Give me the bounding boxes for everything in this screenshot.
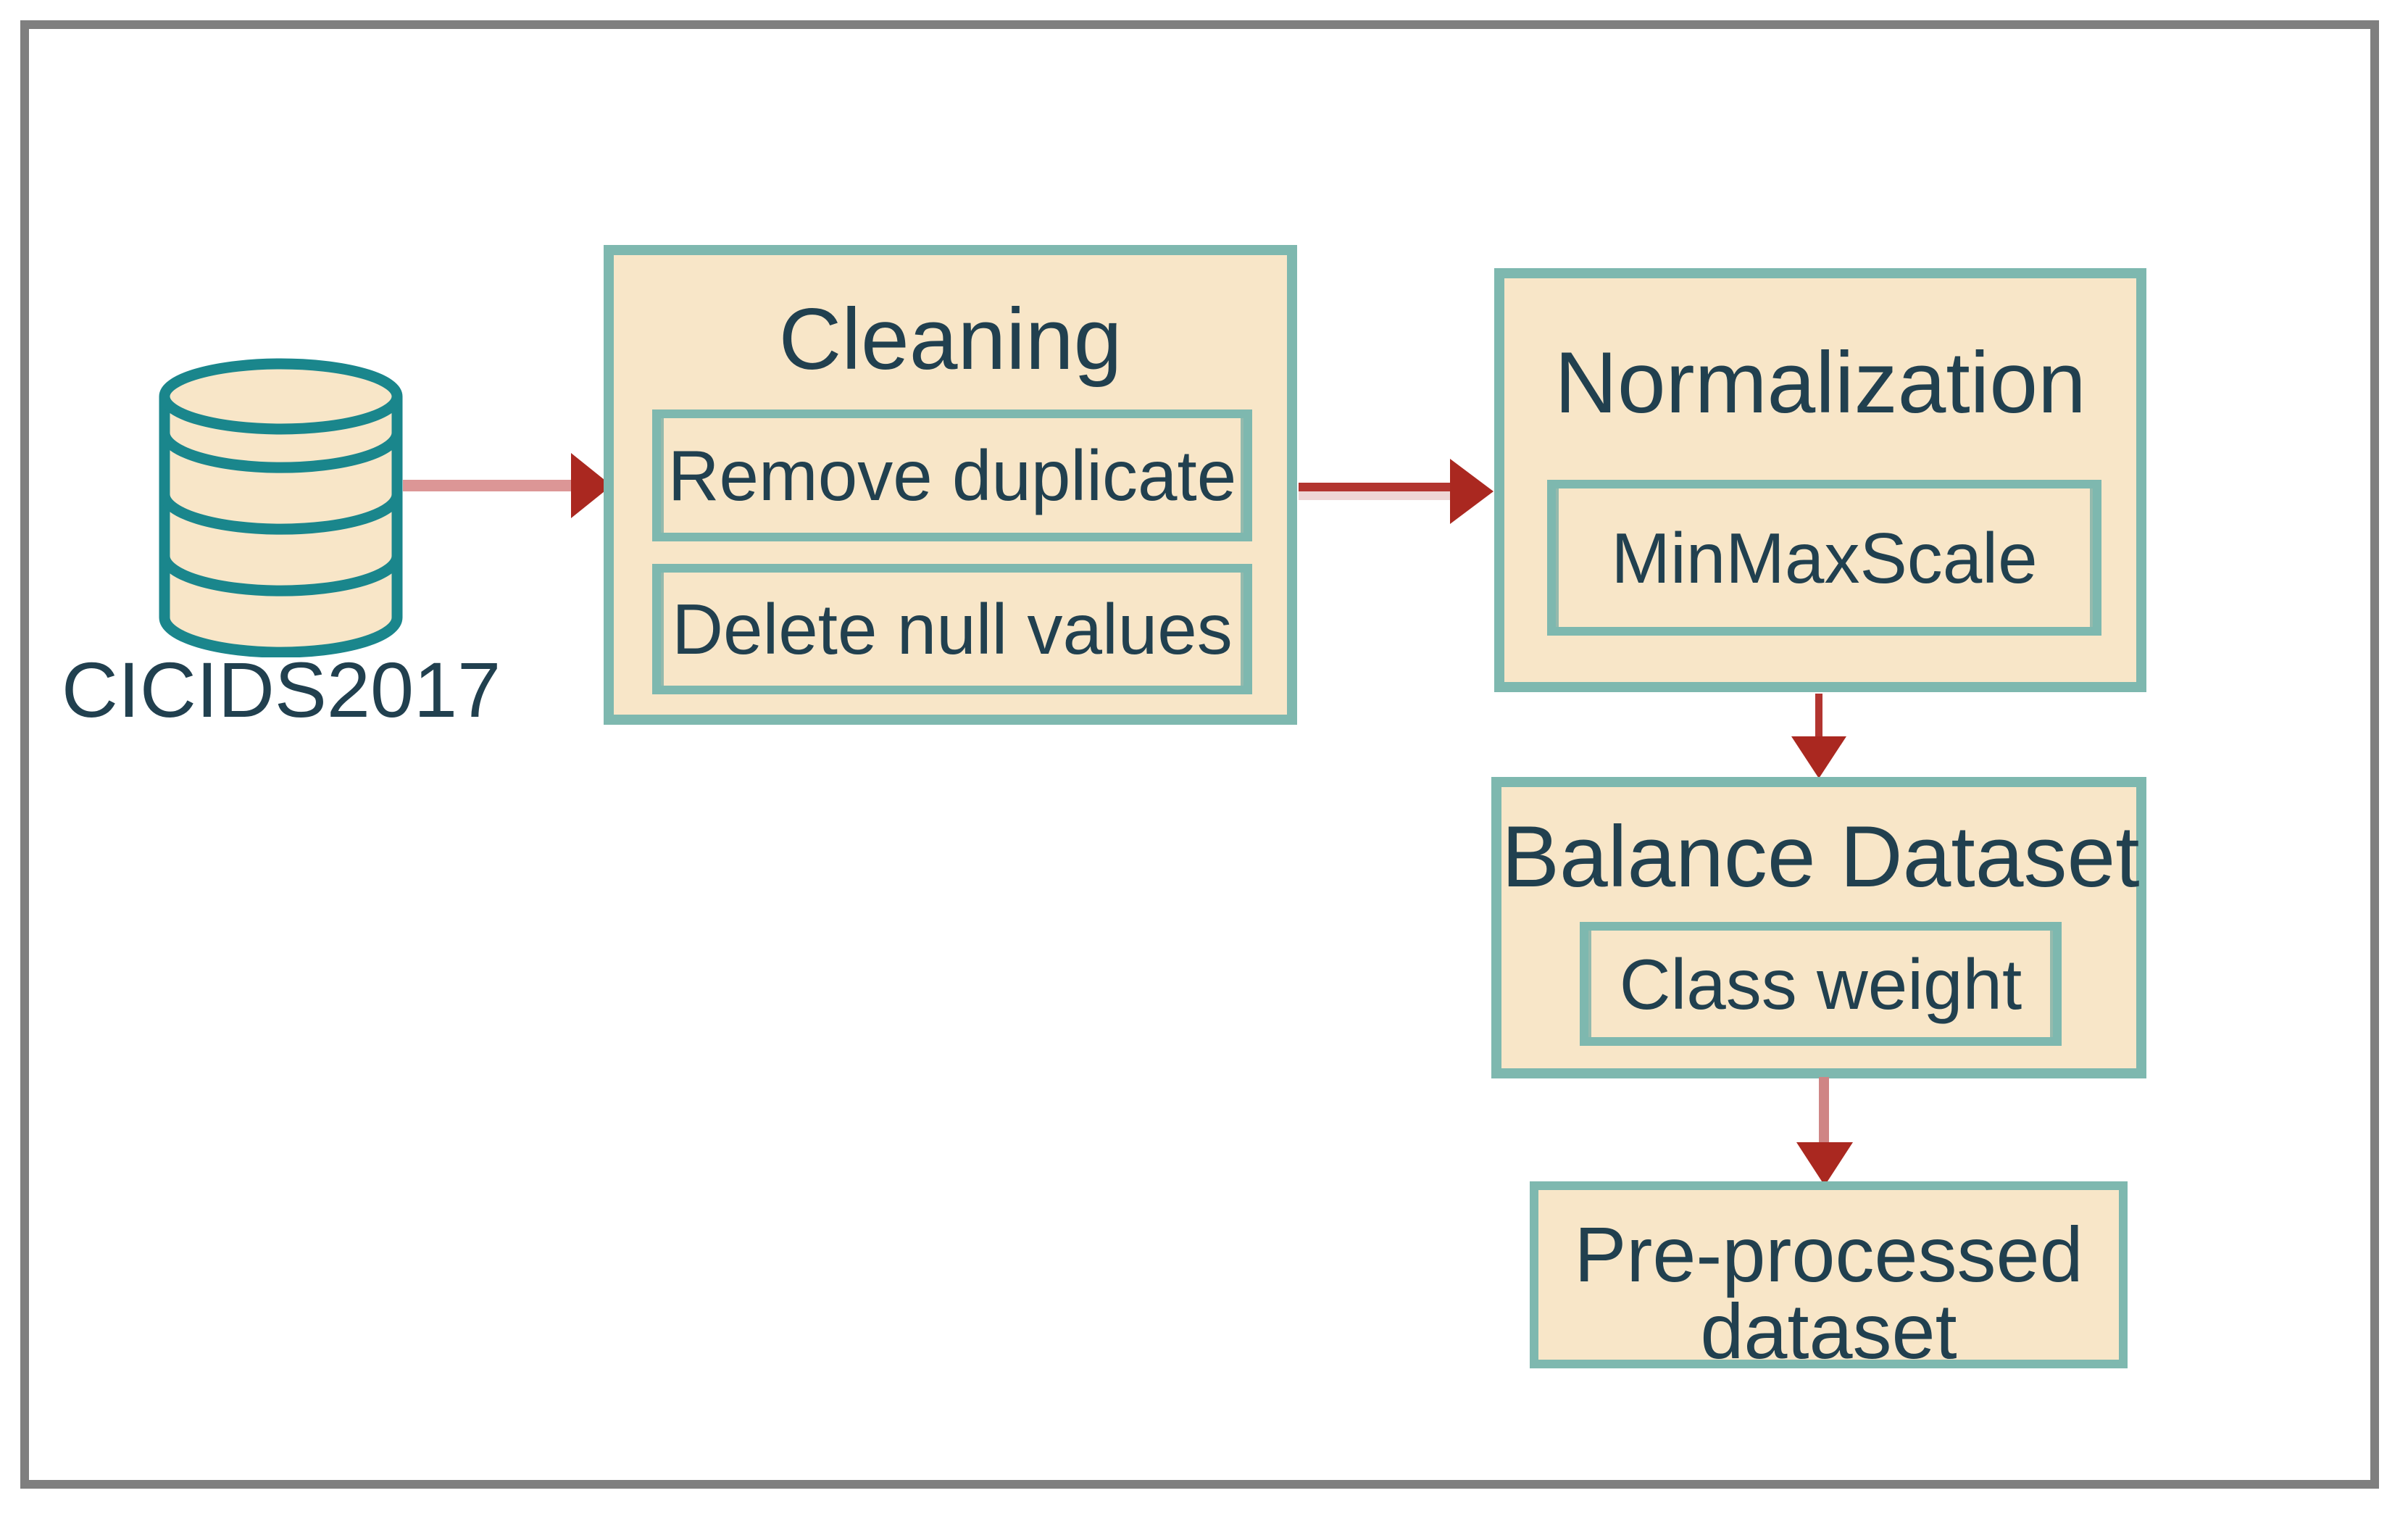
cleaning-item-delete-null-values: Delete null values: [652, 564, 1252, 694]
arrow-right-icon: [1450, 459, 1493, 524]
cleaning-title: Cleaning: [778, 291, 1122, 388]
preprocessed-title-line2: dataset: [1700, 1287, 1957, 1375]
source-label: CICIDS2017: [61, 646, 501, 733]
preprocessed-title-line1: Pre-processed: [1574, 1210, 2083, 1298]
diagram-frame: [20, 20, 2379, 1489]
database-icon: [159, 358, 403, 657]
balance-item-class-weight: Class weight: [1580, 922, 2062, 1046]
preprocessed-dataset-box: Pre-processed dataset: [1530, 1181, 2128, 1375]
balance-dataset-title: Balance Dataset: [1501, 808, 2140, 905]
arrow-cleaning-to-normalization-shaft: [1299, 483, 1452, 500]
arrow-down-icon: [1796, 1142, 1853, 1186]
item-label: Remove duplicate: [667, 436, 1237, 515]
item-label: Delete null values: [672, 589, 1233, 669]
item-label: MinMaxScale: [1611, 517, 2038, 598]
cleaning-box: Cleaning Remove duplicate Delete null va…: [604, 245, 1297, 725]
arrow-balance-to-preprocessed-shaft: [1819, 1077, 1829, 1147]
arrow-normalization-to-balance-shaft: [1815, 694, 1822, 743]
normalization-box: Normalization MinMaxScale: [1494, 268, 2146, 692]
item-label: Class weight: [1619, 944, 2022, 1024]
balance-dataset-box: Balance Dataset Class weight: [1491, 777, 2146, 1078]
arrow-source-to-cleaning-shaft: [403, 480, 580, 491]
normalization-item-minmaxscale: MinMaxScale: [1547, 480, 2101, 636]
cleaning-item-remove-duplicate: Remove duplicate: [652, 409, 1252, 541]
arrow-down-icon: [1791, 736, 1846, 778]
normalization-title: Normalization: [1554, 334, 2086, 431]
